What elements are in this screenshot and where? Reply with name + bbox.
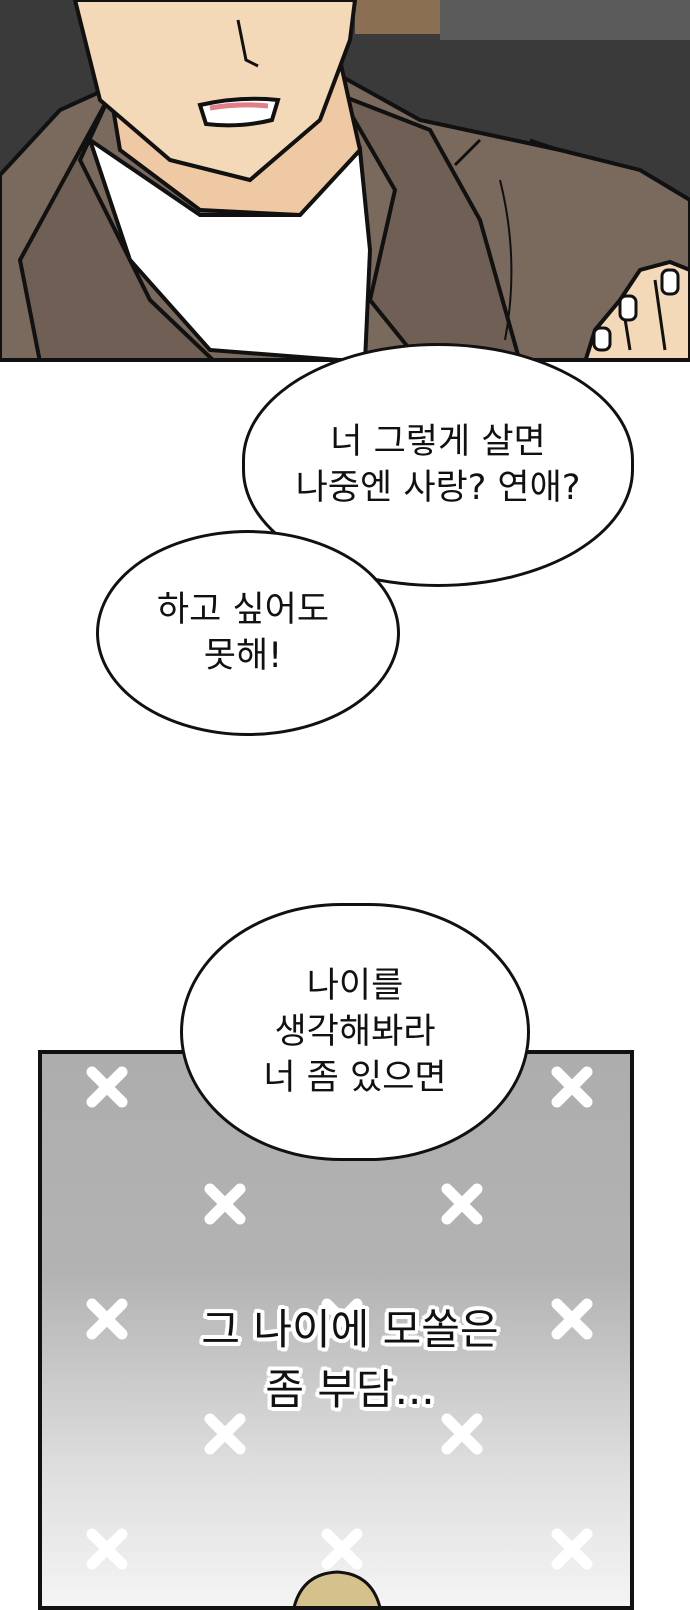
x-mark-icon [437, 1179, 487, 1229]
character-illustration [0, 0, 690, 358]
bubble-middle-line1: 하고 싶어도 [156, 590, 330, 630]
x-mark-icon [200, 1409, 250, 1459]
x-mark-icon [437, 1409, 487, 1459]
bubble-middle-line2: 못해! [203, 636, 283, 676]
x-mark-icon [82, 1062, 132, 1112]
speech-bubble-middle: 하고 싶어도 못해! [96, 530, 400, 736]
x-mark-icon [547, 1062, 597, 1112]
narration-text: 그 나이에 모쏠은 좀 부담... [100, 1300, 600, 1420]
comic-panel-top [0, 0, 690, 362]
narration-line2: 좀 부담... [265, 1365, 435, 1414]
x-mark-icon [82, 1524, 132, 1574]
x-mark-icon [547, 1524, 597, 1574]
speech-bubble-lower: 나이를 생각해봐라 너 좀 있으면 [180, 903, 530, 1161]
bubble-lower-line3: 너 좀 있으면 [263, 1058, 447, 1098]
x-mark-icon [547, 1294, 597, 1344]
bubble-lower-line1: 나이를 [306, 966, 404, 1006]
x-mark-icon [82, 1294, 132, 1344]
narration-line1: 그 나이에 모쏠은 [201, 1305, 499, 1354]
x-mark-icon [200, 1179, 250, 1229]
x-mark-icon [317, 1294, 367, 1344]
bubble-top-line2: 나중엔 사랑? 연애? [295, 468, 581, 508]
x-mark-icon [317, 1524, 367, 1574]
head-illustration [292, 1570, 382, 1606]
bubble-top-line1: 너 그렇게 살면 [330, 422, 546, 462]
bubble-lower-line2: 생각해봐라 [274, 1012, 436, 1052]
